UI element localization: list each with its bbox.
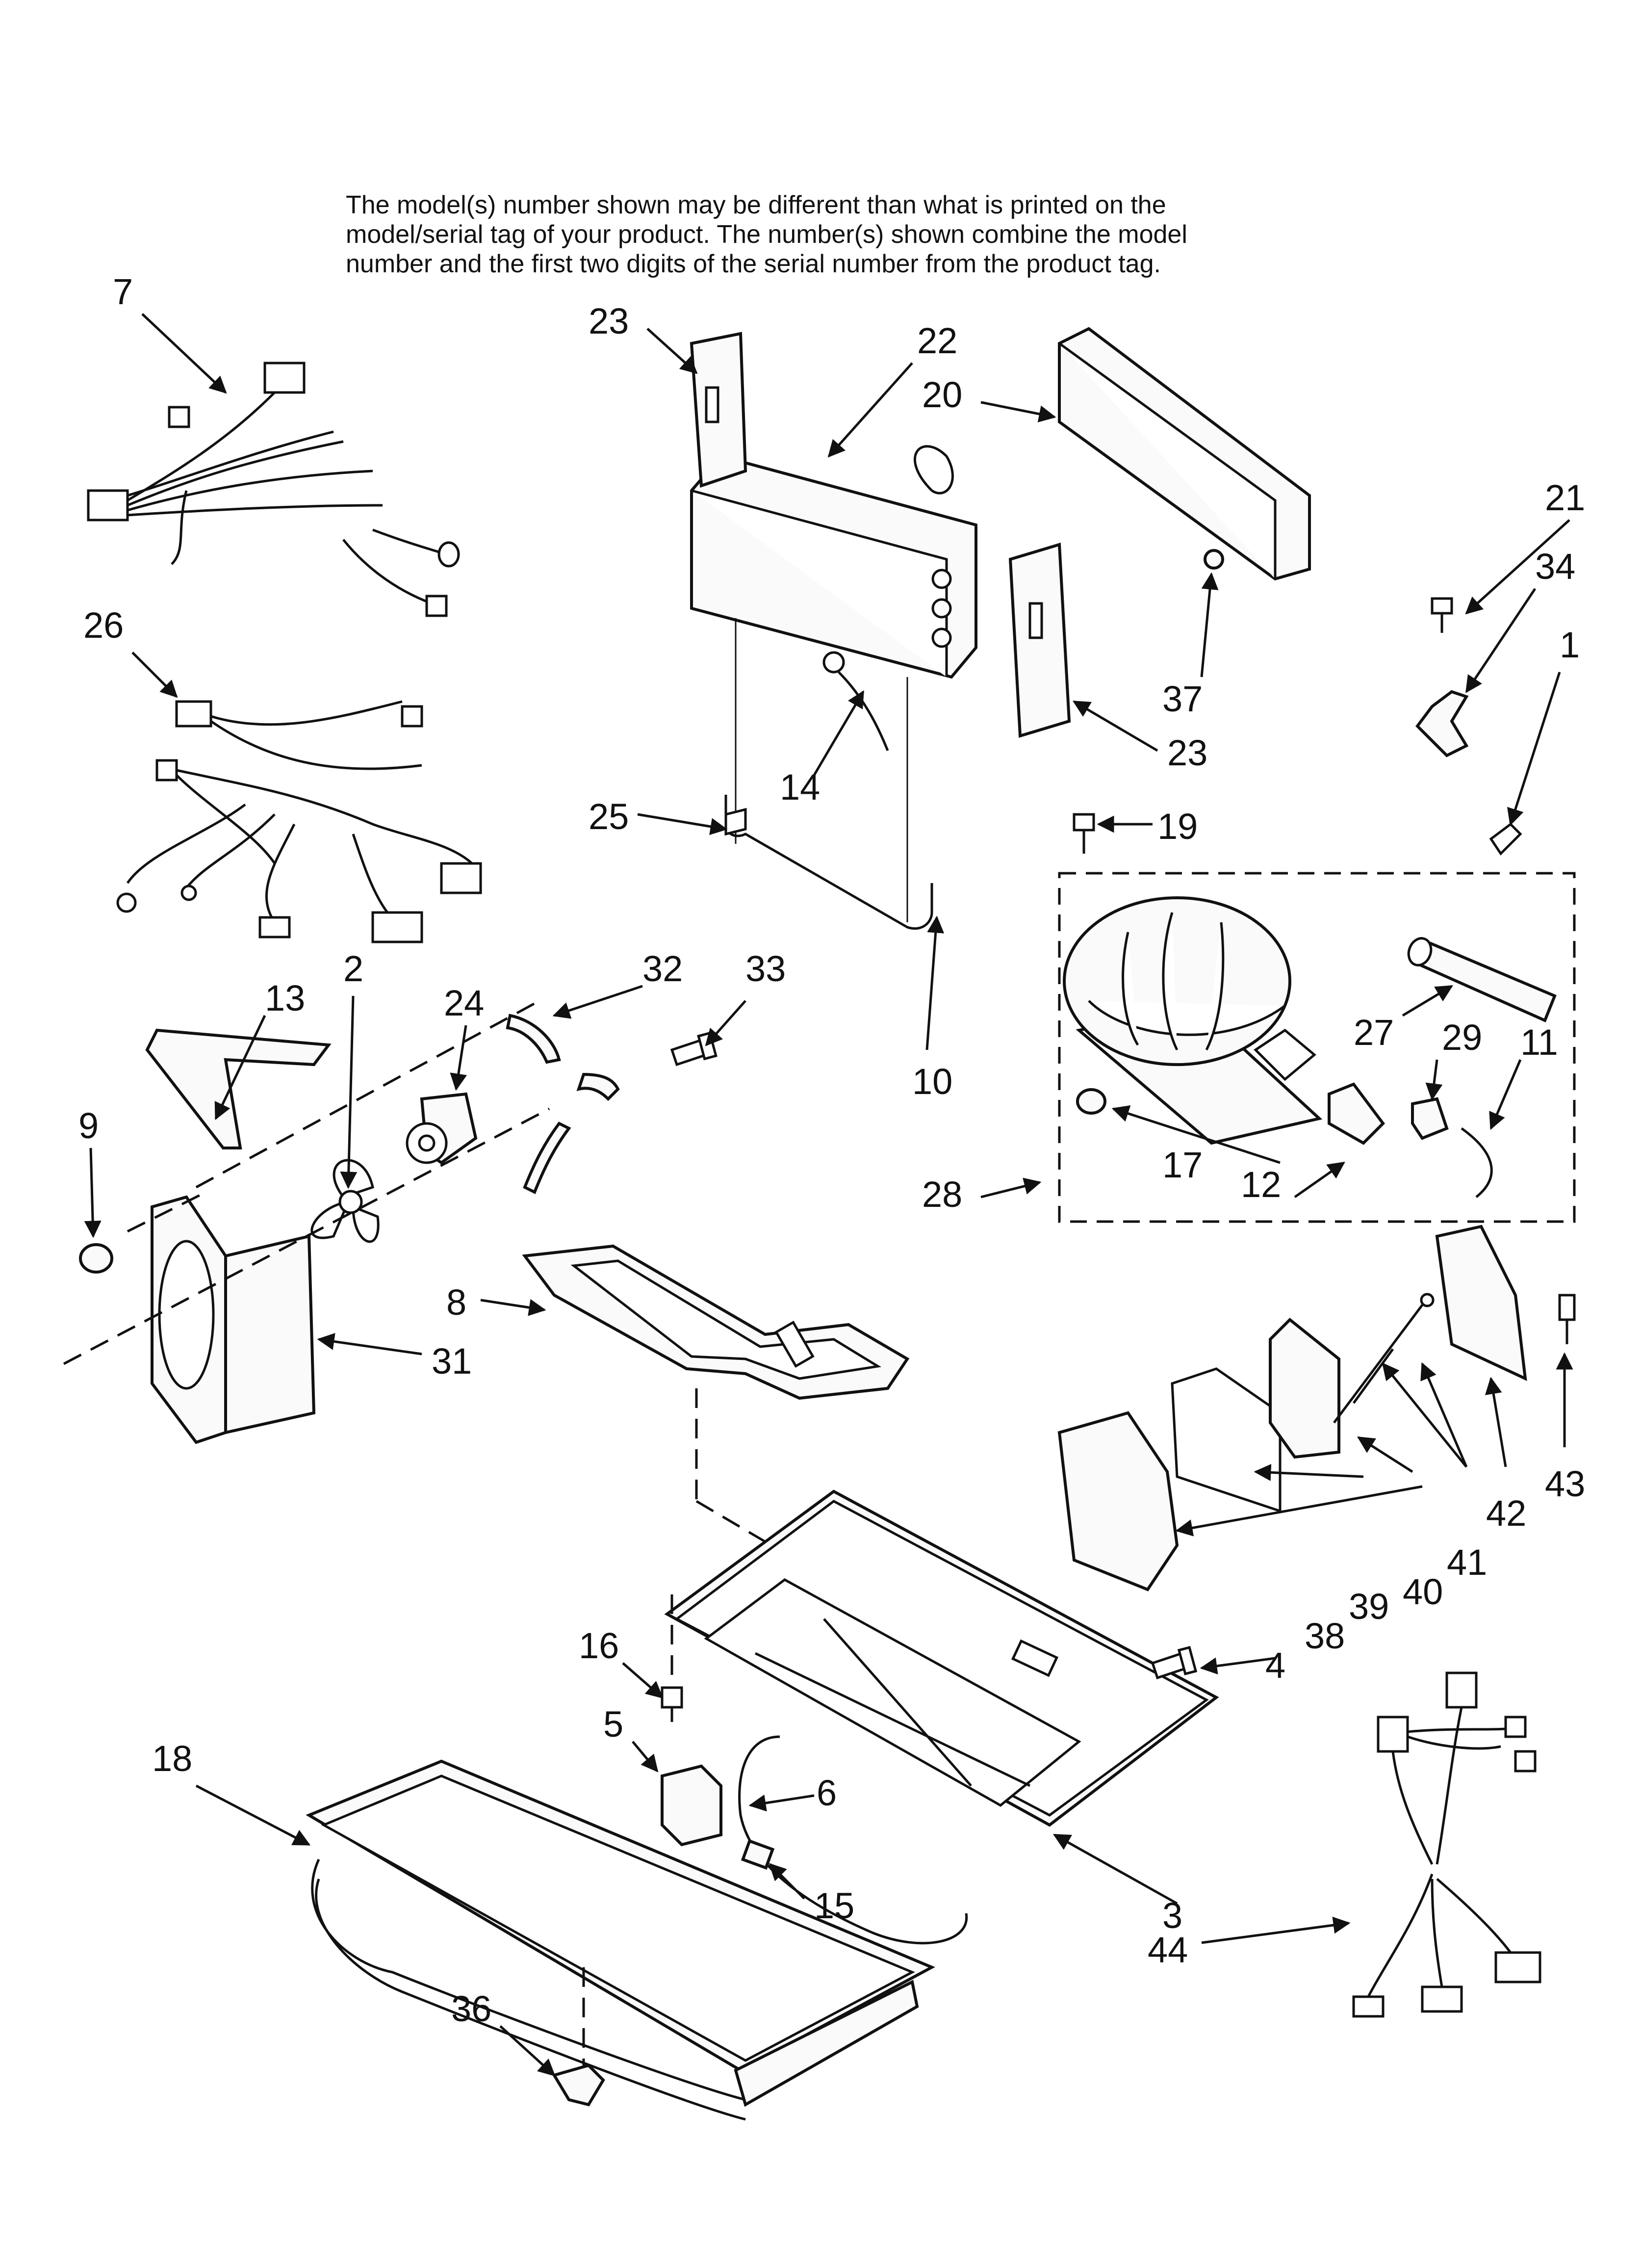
callout-14: 14 <box>780 767 820 808</box>
callout-41: 41 <box>1447 1542 1487 1583</box>
clip-part-25 <box>724 808 747 836</box>
callout-38: 38 <box>1305 1616 1345 1656</box>
gasket-part-13 <box>145 1028 332 1149</box>
block-part-5 <box>661 1764 722 1847</box>
callout-11: 11 <box>1520 1022 1558 1063</box>
condenser-part-18 <box>306 1759 935 2121</box>
bracket-part-23-right <box>1008 543 1071 738</box>
callout-44: 44 <box>1148 1929 1188 1970</box>
callout-17: 17 <box>1162 1145 1203 1185</box>
callout-37: 37 <box>1162 678 1203 719</box>
screw-part-43 <box>1558 1294 1576 1344</box>
model-number-notice: The model(s) number shown may be differe… <box>346 190 1425 279</box>
cover-part-20 <box>1058 327 1311 581</box>
dryer-part-27 <box>1407 937 1557 1023</box>
callout-40: 40 <box>1403 1571 1443 1612</box>
callout-5: 5 <box>603 1704 623 1745</box>
nut-part-37 <box>1204 549 1224 570</box>
callout-10: 10 <box>912 1061 952 1102</box>
notice-line-2: model/serial tag of your product. The nu… <box>346 220 1187 249</box>
callout-20: 20 <box>922 374 962 415</box>
grommets-part-32 <box>506 1014 620 1195</box>
callout-3: 3 <box>1162 1895 1182 1936</box>
compressor <box>1063 896 1323 1145</box>
tube-part-6 <box>738 1735 968 1945</box>
callout-26: 26 <box>83 605 124 646</box>
wire-harness-part-44 <box>1352 1671 1541 2018</box>
callout-24: 24 <box>444 983 484 1023</box>
callout-15: 15 <box>814 1885 854 1926</box>
wire-harness-part-7 <box>87 362 460 617</box>
callout-labels: 7 26 13 2 24 32 33 9 8 31 23 22 20 37 23… <box>78 271 1585 2029</box>
drain-pan-part-8 <box>522 1244 910 1400</box>
notice-line-1: The model(s) number shown may be differe… <box>346 191 1166 219</box>
callout-43: 43 <box>1545 1463 1585 1504</box>
callout-25: 25 <box>589 796 629 837</box>
callout-29: 29 <box>1442 1017 1482 1058</box>
base-pan-part-3 <box>664 1489 1219 1827</box>
screw-part-4 <box>1151 1645 1198 1680</box>
fan-motor-part-24 <box>406 1092 478 1165</box>
callout-12: 12 <box>1241 1164 1281 1205</box>
callout-13: 13 <box>265 978 305 1018</box>
callout-27: 27 <box>1354 1012 1394 1053</box>
relay-part-12 <box>1328 1082 1385 1145</box>
callout-8: 8 <box>446 1282 466 1323</box>
fan-shroud-part-31 <box>151 1195 316 1444</box>
callout-32: 32 <box>642 948 683 989</box>
screw-part-21 <box>1431 597 1453 633</box>
screw-part-33 <box>670 1031 718 1067</box>
screw-part-16 <box>661 1594 683 1722</box>
fitting-part-1 <box>1489 822 1522 856</box>
grommet-part-17 <box>1076 1088 1106 1115</box>
control-box-part-38 <box>1057 1411 1179 1591</box>
callout-39: 39 <box>1349 1586 1389 1627</box>
callout-23a: 23 <box>589 301 629 341</box>
callout-7: 7 <box>113 271 133 312</box>
callout-16: 16 <box>579 1625 619 1666</box>
callout-19: 19 <box>1157 806 1198 847</box>
bracket-part-40 <box>1269 1317 1340 1459</box>
cover-part-29 <box>1411 1097 1449 1140</box>
bolts-part-41 <box>1333 1293 1435 1424</box>
callout-21: 21 <box>1545 477 1585 518</box>
sleeve-part-15 <box>741 1839 775 1870</box>
compressor-group-box-part-28 <box>1058 872 1576 1223</box>
sensor-part-14 <box>822 651 889 751</box>
notice-line-3: number and the first two digits of the s… <box>346 250 1161 278</box>
callout-36: 36 <box>451 1988 491 2029</box>
callout-22: 22 <box>917 320 957 361</box>
evaporator-part-22 <box>690 445 977 922</box>
callout-33: 33 <box>745 948 786 989</box>
callout-23b: 23 <box>1167 732 1207 773</box>
screw-part-19 <box>1073 813 1095 854</box>
wire-harness-part-26 <box>116 700 482 943</box>
callout-42: 42 <box>1486 1493 1526 1534</box>
callout-18: 18 <box>152 1738 192 1779</box>
callout-9: 9 <box>78 1105 99 1146</box>
callout-6: 6 <box>817 1773 837 1813</box>
callout-34: 34 <box>1535 546 1575 587</box>
plug-part-9 <box>79 1243 113 1274</box>
callout-2: 2 <box>343 948 363 989</box>
clip-part-36 <box>552 1967 605 2107</box>
callout-31: 31 <box>432 1341 472 1382</box>
board-part-39 <box>1171 1367 1282 1513</box>
tube-part-10 <box>724 795 933 930</box>
wire-part-11 <box>1461 1127 1493 1198</box>
callout-1: 1 <box>1560 625 1580 665</box>
callout-28: 28 <box>922 1174 962 1215</box>
callout-4: 4 <box>1265 1645 1285 1686</box>
bracket-part-34 <box>1415 690 1469 757</box>
bracket-part-23-left <box>690 332 747 488</box>
leader-lines <box>84 313 1573 2077</box>
bracket-part-42 <box>1435 1225 1527 1381</box>
